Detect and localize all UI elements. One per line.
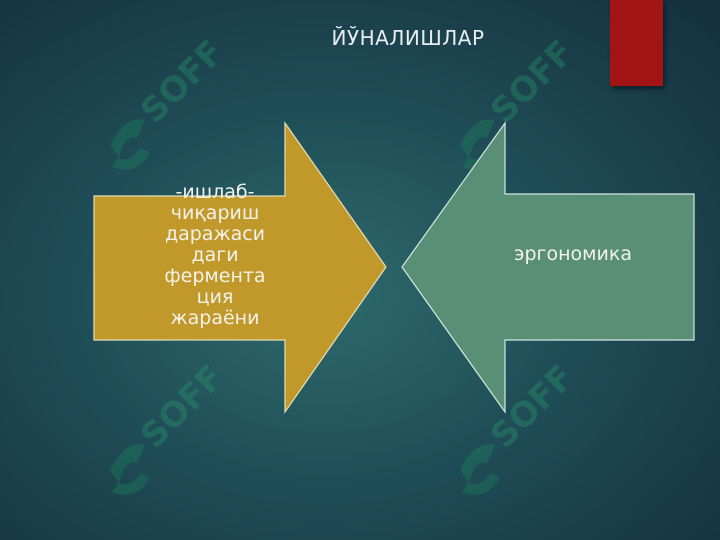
arrow-right-label: эргономика [514,243,632,265]
watermark-logo: SOFF [460,32,582,170]
svg-text:SOFF: SOFF [133,357,232,456]
arrow-left-shape [93,121,387,414]
watermark-logo: SOFF [110,32,232,170]
watermark-logo: SOFF [460,357,582,495]
arrow-left-label: -ишлаб-чиқариш даражаси даги фермента ци… [164,181,266,329]
accent-tab [610,0,663,86]
slide-title: ЙЎНАЛИШЛАР [331,26,485,50]
arrow-right-shape [401,121,695,414]
watermark-logo: SOFF [110,357,232,495]
